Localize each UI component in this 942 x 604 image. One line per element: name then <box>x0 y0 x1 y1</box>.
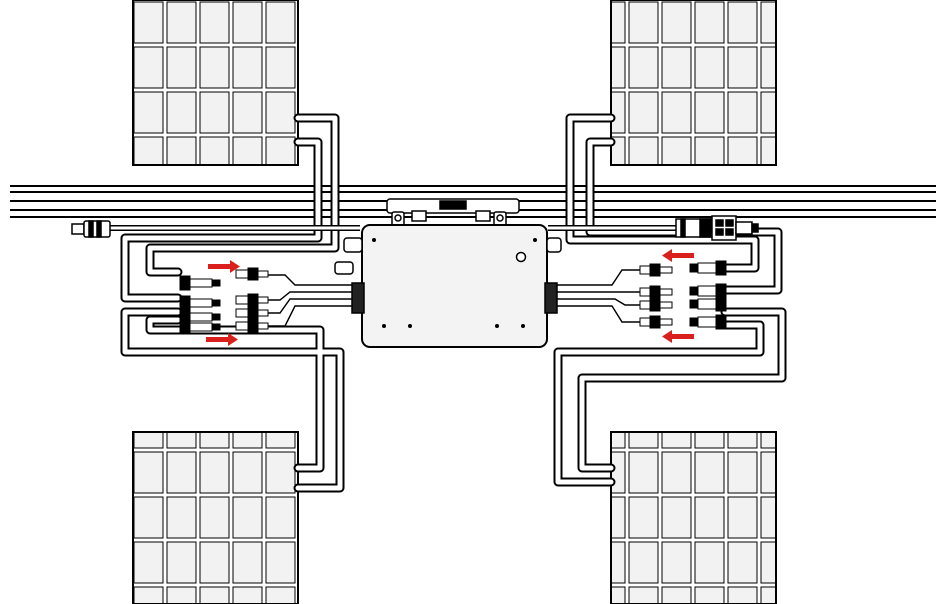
solar-panel-bottom-right <box>610 431 777 604</box>
dc-connectors-right <box>639 260 727 330</box>
mc4-connector-left-4 <box>179 319 221 335</box>
mc4-connector-mate-right-2 <box>689 283 727 299</box>
mc4-connector-mate-left-4 <box>235 319 269 333</box>
mc4-connector-right-2 <box>639 285 673 299</box>
mc4-connector-left-3 <box>179 309 221 325</box>
mc4-connector-mate-left-3 <box>235 306 269 320</box>
arrow-left-icon <box>662 330 694 343</box>
arrow-right-icon <box>206 333 238 346</box>
mc4-connector-right-4 <box>639 315 673 329</box>
mc4-connector-mate-right-1 <box>689 260 727 276</box>
ac-trunk-connector-icon <box>675 215 759 241</box>
mc4-connector-left-2 <box>179 295 221 311</box>
solar-panel-bottom-left <box>132 431 299 604</box>
solar-panel-top-left <box>132 0 299 166</box>
mc4-connector-mate-left-1 <box>235 267 269 281</box>
microinverter <box>268 224 640 348</box>
arrow-left-icon <box>662 249 694 262</box>
mc4-connector-right-3 <box>639 298 673 312</box>
solar-panel-top-right <box>610 0 777 166</box>
mc4-connector-mate-right-3 <box>689 296 727 312</box>
dc-connectors-left <box>179 267 269 335</box>
mc4-connector-mate-right-4 <box>689 314 727 330</box>
mc4-connector-mate-left-2 <box>235 293 269 307</box>
inverter-cable-glands <box>334 237 562 314</box>
status-led-icon <box>515 251 527 263</box>
arrow-right-icon <box>208 260 240 273</box>
dc-cables <box>120 113 787 493</box>
ac-end-cap-icon <box>71 220 111 238</box>
inverter-mounting-bracket <box>386 198 520 227</box>
inverter-screws <box>372 238 537 328</box>
mc4-connector-right-1 <box>639 263 673 277</box>
mc4-connector-left-1 <box>179 275 221 291</box>
inverter-dc-leads <box>268 269 640 327</box>
connection-arrows <box>206 249 694 346</box>
